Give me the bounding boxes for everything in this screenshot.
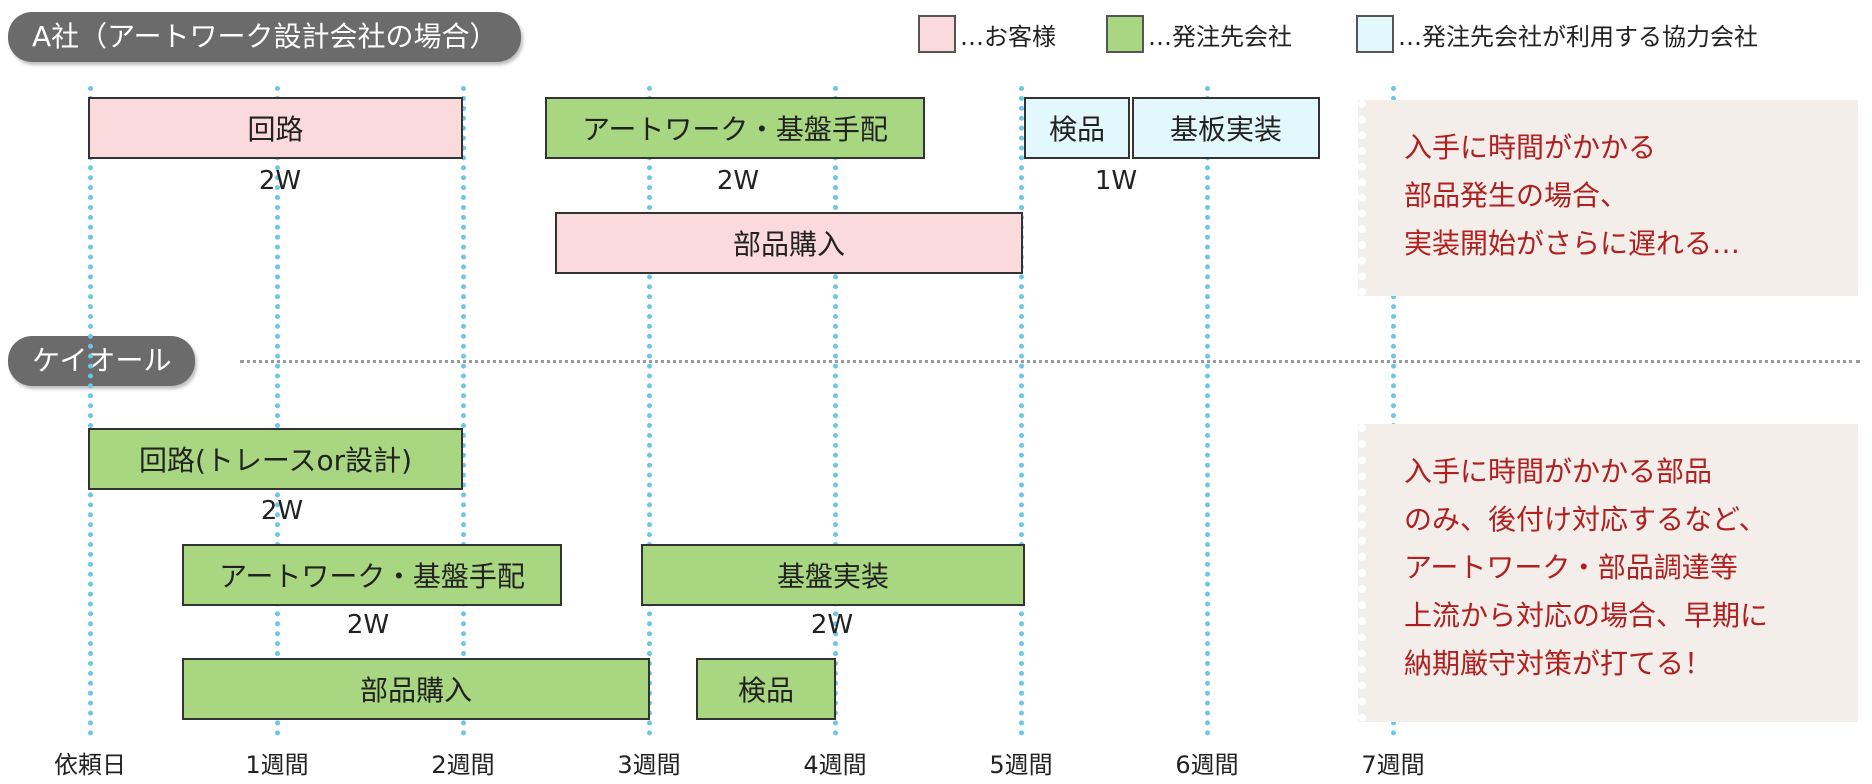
note-top: 入手に時間がかかる 部品発生の場合、 実装開始がさらに遅れる…	[1358, 100, 1858, 296]
legend-customer: …お客様	[918, 14, 1056, 54]
axis-label: 2週間	[431, 751, 495, 779]
note-top-line: 部品発生の場合、	[1404, 179, 1629, 212]
week-gridline	[647, 86, 652, 736]
a-bar-circuit: 回路	[88, 97, 463, 159]
axis-label: 6週間	[1175, 751, 1239, 779]
k-duration-mounting: 2W	[810, 610, 854, 640]
legend-label-customer: …お客様	[960, 22, 1056, 51]
legend-label-partner: …発注先会社が利用する協力会社	[1398, 22, 1758, 51]
note-bottom-line: のみ、後付け対応するなど、	[1404, 503, 1767, 536]
k-bar-mounting: 基盤実装	[641, 544, 1025, 606]
k-bar-circuit: 回路(トレースor設計)	[88, 428, 463, 490]
a-bar-parts: 部品購入	[555, 212, 1023, 274]
a-duration-artwork: 2W	[716, 166, 760, 196]
legend-label-contractor: …発注先会社	[1148, 22, 1292, 51]
a-duration-inspection: 1W	[1094, 166, 1138, 196]
a-bar-mounting: 基板実装	[1132, 97, 1320, 159]
k-bar-artwork: アートワーク・基盤手配	[182, 544, 562, 606]
k-duration-artwork: 2W	[346, 610, 390, 640]
a-bar-inspection: 検品	[1024, 97, 1130, 159]
legend-swatch-partner	[1356, 15, 1394, 53]
legend-swatch-contractor	[1106, 15, 1144, 53]
axis-label: 5週間	[989, 751, 1053, 779]
axis-label: 3週間	[617, 751, 681, 779]
axis-label: 4週間	[803, 751, 867, 779]
keiohru-label: ケイオール	[8, 336, 196, 386]
note-bottom-line: 上流から対応の場合、早期に	[1404, 599, 1769, 632]
week-gridline	[833, 86, 838, 736]
note-bottom-line: 入手に時間がかかる部品	[1404, 455, 1713, 488]
week-gridline	[1205, 86, 1210, 736]
legend-contractor: …発注先会社	[1106, 14, 1292, 54]
k-bar-inspection: 検品	[696, 658, 836, 720]
legend-swatch-customer	[918, 15, 956, 53]
note-top-line: 実装開始がさらに遅れる…	[1404, 227, 1741, 260]
note-top-line: 入手に時間がかかる	[1404, 131, 1657, 164]
k-duration-circuit: 2W	[260, 496, 304, 526]
a-bar-artwork: アートワーク・基盤手配	[545, 97, 925, 159]
note-bottom-line: 納期厳守対策が打てる！	[1404, 647, 1713, 680]
note-bottom: 入手に時間がかかる部品 のみ、後付け対応するなど、 アートワーク・部品調達等 上…	[1358, 424, 1858, 722]
axis-label: 7週間	[1361, 751, 1425, 779]
k-bar-parts: 部品購入	[182, 658, 650, 720]
legend-partner: …発注先会社が利用する協力会社	[1356, 14, 1758, 54]
axis-label: 1週間	[245, 751, 309, 779]
note-bottom-line: アートワーク・部品調達等	[1404, 551, 1738, 584]
company-a-label: A社（アートワーク設計会社の場合）	[8, 12, 522, 62]
week-gridline	[1019, 86, 1024, 736]
a-duration-circuit: 2W	[258, 166, 302, 196]
week-gridline	[88, 86, 93, 736]
section-divider	[240, 360, 1860, 363]
week-gridline	[275, 86, 280, 736]
week-gridline	[461, 86, 466, 736]
week-gridline	[1391, 86, 1396, 736]
axis-label: 依頼日	[54, 751, 126, 779]
